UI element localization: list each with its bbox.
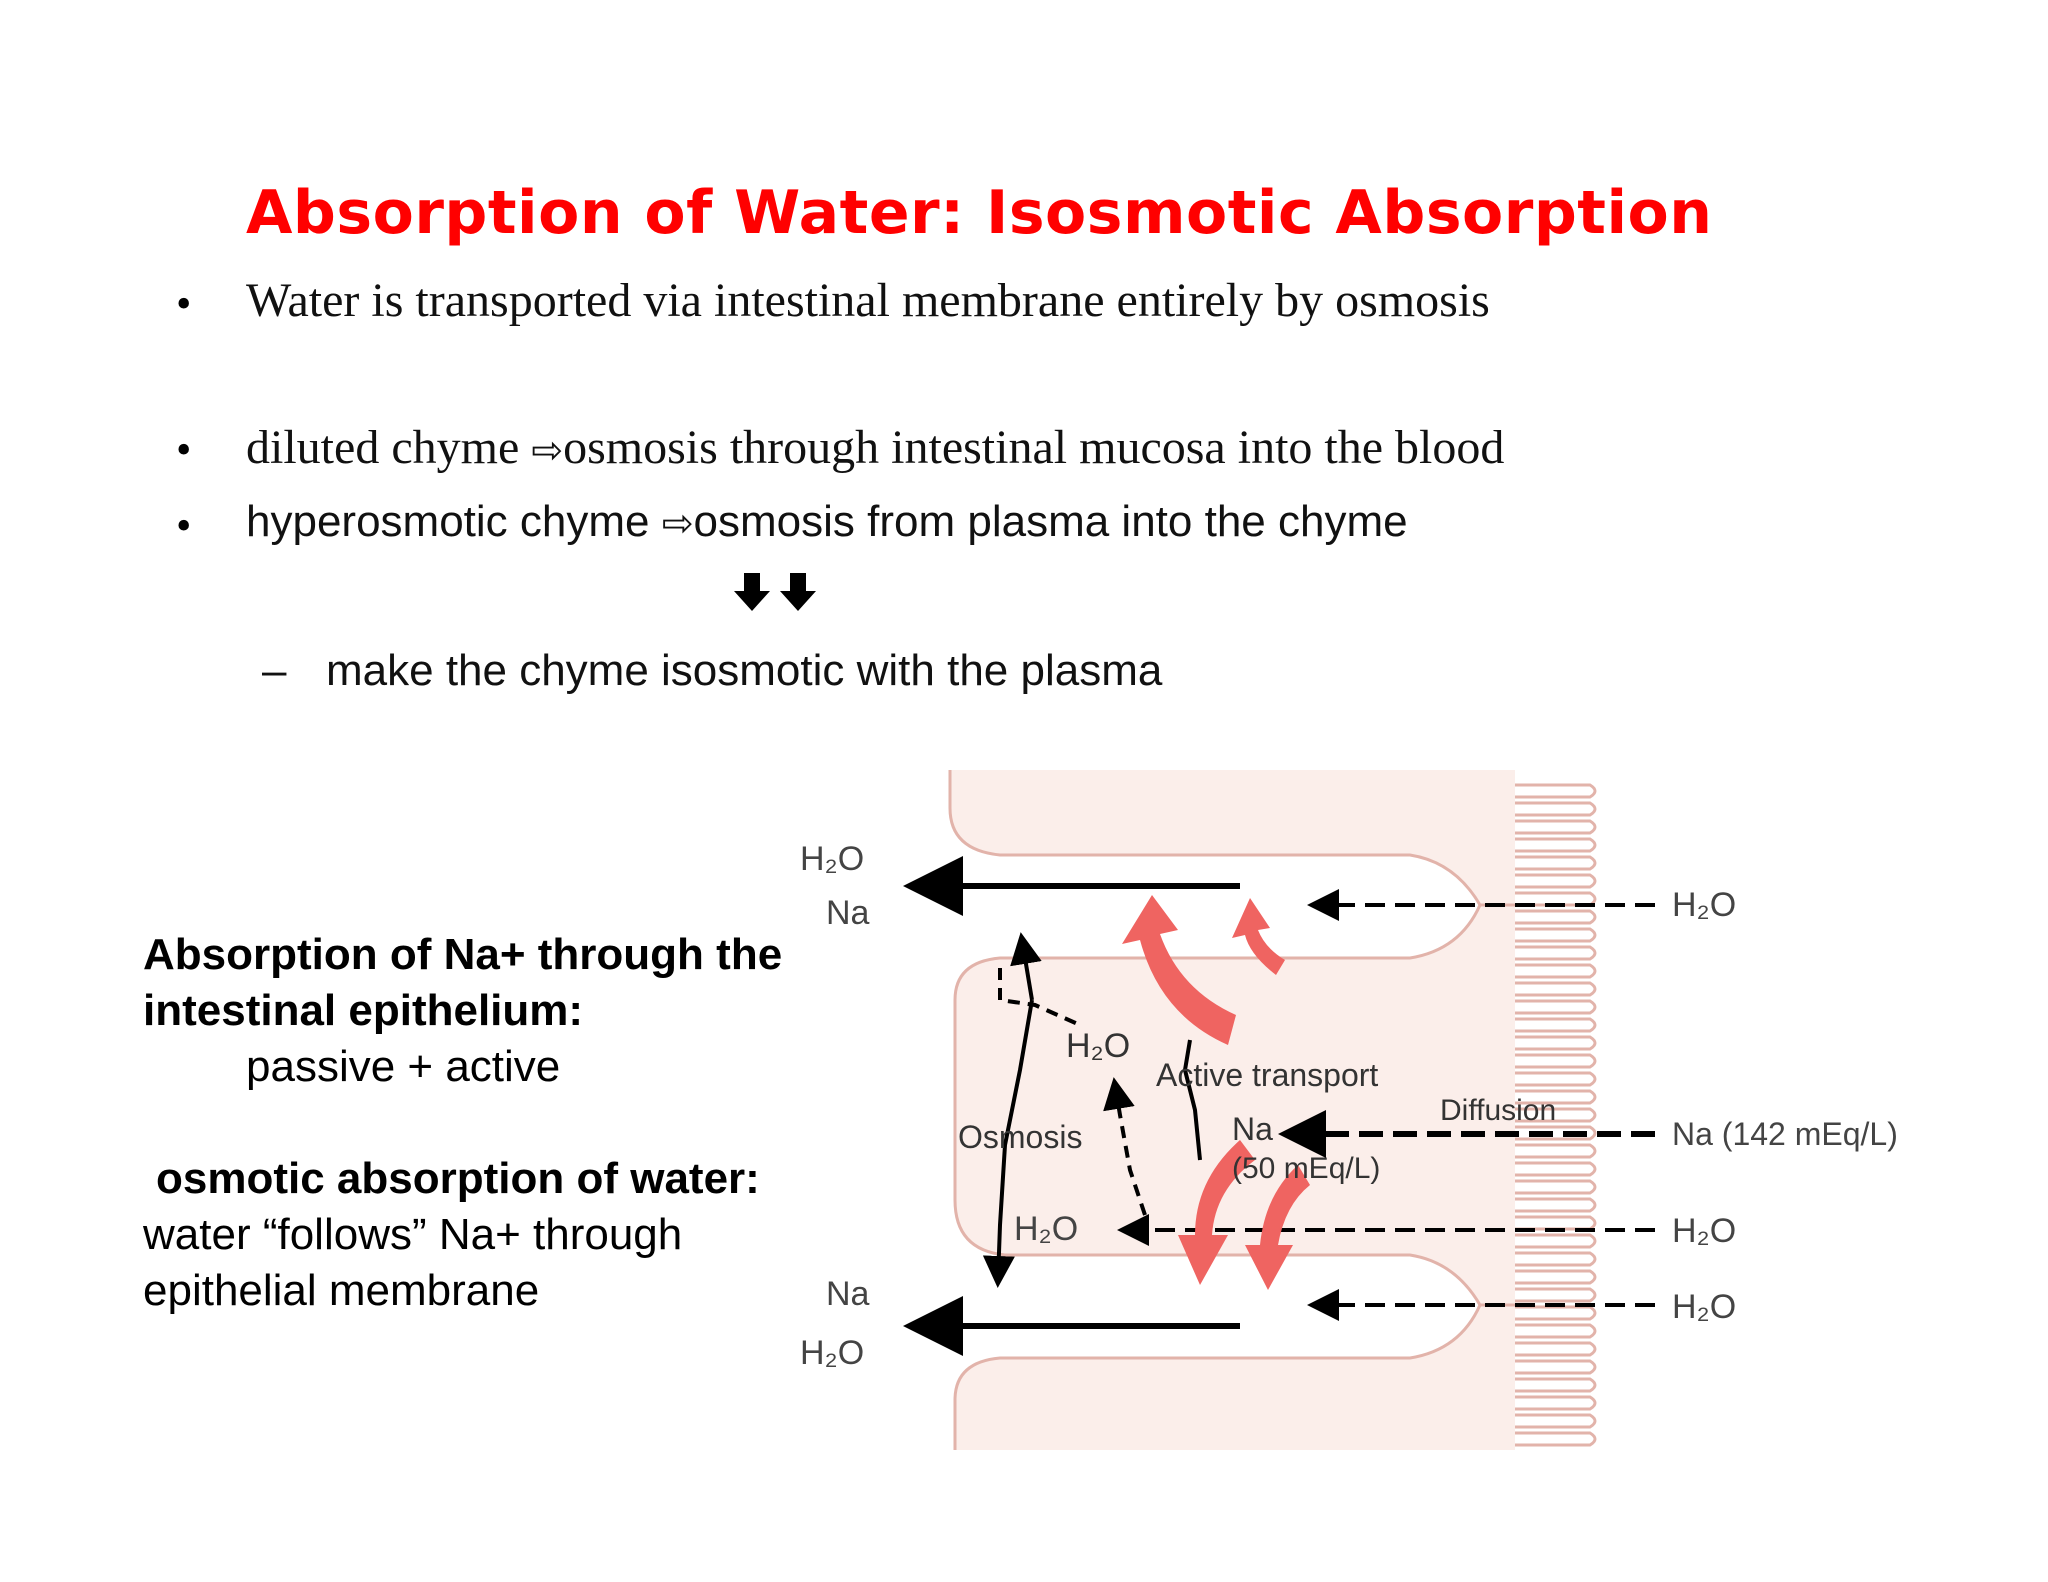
microvillus bbox=[1515, 1035, 1597, 1051]
na-label: Na bbox=[826, 894, 870, 932]
h2o-label: H₂O bbox=[1014, 1210, 1078, 1248]
pink-active-transport-arrows bbox=[1122, 895, 1310, 1290]
microvillus bbox=[1515, 1053, 1597, 1069]
osmotic-line1: water “follows” Na+ through bbox=[143, 1210, 683, 1259]
bullet-marker: • bbox=[176, 279, 192, 328]
microvillus bbox=[1515, 1215, 1597, 1231]
microvillus bbox=[1515, 1251, 1597, 1267]
microvillus bbox=[1515, 1179, 1597, 1195]
microvilli-brush-border bbox=[1515, 783, 1597, 1447]
microvillus bbox=[1515, 927, 1597, 943]
h2o-label: H₂O bbox=[800, 840, 864, 878]
microvillus bbox=[1515, 783, 1597, 799]
microvillus bbox=[1515, 1341, 1597, 1357]
osmosis-label: Osmosis bbox=[958, 1119, 1082, 1155]
right-arrow-icon: ⇨ bbox=[531, 428, 564, 472]
bullet-text-diluted-chyme: diluted chyme ⇨osmosis through intestina… bbox=[246, 420, 1504, 475]
osmotic-heading: osmotic absorption of water: bbox=[156, 1154, 760, 1203]
microvillus bbox=[1515, 819, 1597, 835]
bullet-text-water-transport: Water is transported via intestinal memb… bbox=[246, 274, 1490, 327]
microvillus bbox=[1515, 1395, 1597, 1411]
diffusion-label: Diffusion bbox=[1440, 1094, 1556, 1127]
microvillus bbox=[1515, 1269, 1597, 1285]
na-label: Na bbox=[826, 1275, 870, 1313]
microvillus bbox=[1515, 1089, 1597, 1105]
microvillus bbox=[1515, 1305, 1597, 1321]
epithelial-cells bbox=[948, 770, 1515, 1450]
bullet-text-hyperosmotic-chyme: hyperosmotic chyme ⇨osmosis from plasma … bbox=[246, 497, 1408, 547]
side-heading-line2: intestinal epithelium: bbox=[143, 986, 584, 1035]
osmosis-down-arrow bbox=[982, 999, 1034, 1288]
microvillus bbox=[1515, 1107, 1597, 1123]
bullet-marker: • bbox=[176, 425, 192, 474]
h2o-label: H₂O bbox=[1672, 886, 1736, 924]
bullet-text-part: osmosis through intestinal mucosa into t… bbox=[563, 421, 1505, 474]
microvillus bbox=[1515, 963, 1597, 979]
side-detail: passive + active bbox=[246, 1042, 561, 1091]
osmosis-up-arrow bbox=[1010, 932, 1042, 1001]
microvillus bbox=[1515, 801, 1597, 817]
microvillus bbox=[1515, 837, 1597, 853]
sub-bullet-marker: – bbox=[262, 646, 287, 695]
h2o-label: H₂O bbox=[1672, 1288, 1736, 1326]
na-cell-concentration: (50 mEq/L) bbox=[1232, 1152, 1380, 1185]
microvillus bbox=[1515, 1287, 1597, 1303]
h2o-up-dashed-arrow bbox=[1103, 1077, 1147, 1216]
microvillus bbox=[1515, 1323, 1597, 1339]
microvillus bbox=[1515, 1233, 1597, 1249]
osmosis-dashed-line bbox=[998, 968, 1081, 1027]
bullet-text-part: osmosis from plasma into the chyme bbox=[693, 497, 1408, 546]
double-down-arrow-icon bbox=[734, 573, 816, 611]
bullet-text-part: hyperosmotic chyme bbox=[246, 497, 662, 546]
microvillus bbox=[1515, 1359, 1597, 1375]
down-arrows-icon bbox=[732, 567, 820, 617]
microvillus bbox=[1515, 1143, 1597, 1159]
sub-bullet-text: make the chyme isosmotic with the plasma bbox=[326, 646, 1163, 695]
bullet-marker: • bbox=[176, 501, 192, 550]
side-heading-line1: Absorption of Na+ through the bbox=[143, 930, 783, 979]
microvillus bbox=[1515, 1431, 1597, 1447]
h2o-label: H₂O bbox=[800, 1334, 864, 1372]
microvillus bbox=[1515, 909, 1597, 925]
bullet-text-part: diluted chyme bbox=[246, 421, 532, 474]
microvillus bbox=[1515, 981, 1597, 997]
microvillus bbox=[1515, 1413, 1597, 1429]
h2o-label: H₂O bbox=[1672, 1212, 1736, 1250]
active-transport-label: Active transport bbox=[1156, 1057, 1378, 1093]
na-lumen-label: Na (142 mEq/L) bbox=[1672, 1116, 1898, 1152]
microvillus bbox=[1515, 1197, 1597, 1213]
microvillus bbox=[1515, 873, 1597, 889]
microvillus bbox=[1515, 1377, 1597, 1393]
microvillus bbox=[1515, 1161, 1597, 1177]
h2o-label: H₂O bbox=[1066, 1027, 1130, 1065]
osmotic-line2: epithelial membrane bbox=[143, 1266, 540, 1315]
na-cell-label: Na bbox=[1232, 1111, 1273, 1147]
microvillus bbox=[1515, 1125, 1597, 1141]
microvillus bbox=[1515, 855, 1597, 871]
microvillus bbox=[1515, 1071, 1597, 1087]
microvillus bbox=[1515, 999, 1597, 1015]
page-title: Absorption of Water: Isosmotic Absorptio… bbox=[246, 178, 1713, 248]
active-transport-bracket bbox=[1182, 1039, 1202, 1161]
microvillus bbox=[1515, 1017, 1597, 1033]
microvillus bbox=[1515, 945, 1597, 961]
right-arrow-icon: ⇨ bbox=[661, 501, 694, 545]
